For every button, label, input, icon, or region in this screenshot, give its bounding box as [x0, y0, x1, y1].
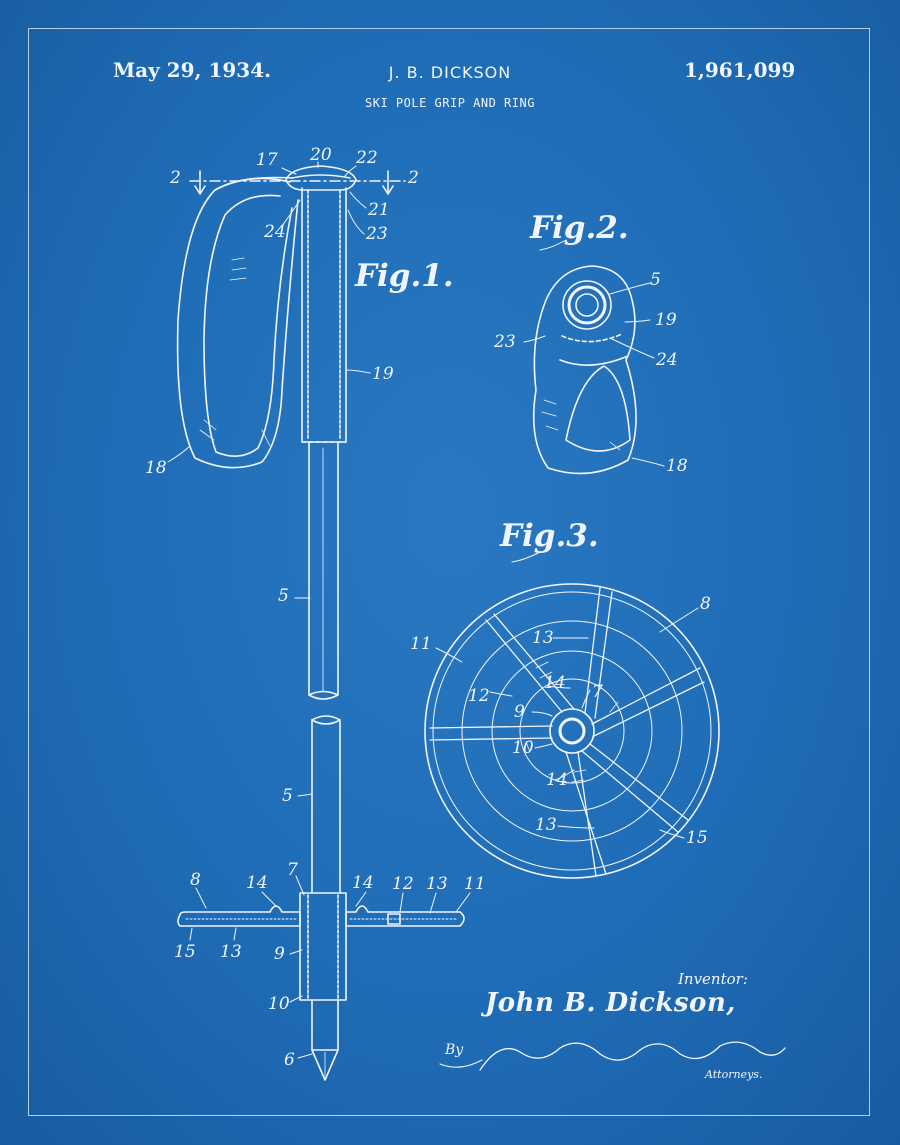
fig3-ref-8: 8: [700, 594, 711, 614]
ref-17: 17: [256, 150, 278, 170]
strap-inner: [204, 195, 292, 456]
ref-23: 23: [366, 224, 388, 244]
fig2-hidden-line: [562, 334, 622, 342]
strap-outer: [178, 178, 298, 467]
fig2-ref-23: 23: [494, 332, 516, 352]
ref-9: 9: [274, 944, 285, 964]
attorneys-label: Attorneys.: [705, 1068, 763, 1081]
fig2-ref-19: 19: [655, 310, 677, 330]
inventor-name: John B. Dickson,: [485, 988, 736, 1018]
ring-hub-inner: [560, 719, 584, 743]
fig2-ref-24: 24: [656, 350, 678, 370]
ring-outer-2: [433, 592, 711, 870]
fig2-cap-ring: [569, 287, 605, 323]
ref-6: 6: [284, 1050, 295, 1070]
ref-10: 10: [268, 994, 290, 1014]
ref-22: 22: [356, 148, 378, 168]
leader-lines: [168, 162, 698, 1058]
fig3-ref-14-bottom: 14: [546, 770, 568, 790]
fig3-ref-9: 9: [514, 702, 525, 722]
ref-11: 11: [464, 874, 486, 894]
ref-13: 13: [426, 874, 448, 894]
fig3-ref-15: 15: [686, 828, 708, 848]
pole-tip: [312, 1000, 338, 1080]
ref-19: 19: [372, 364, 394, 384]
fig2-outline: [534, 266, 636, 473]
fig3-ref-13-top: 13: [532, 628, 554, 648]
grip-cap-edge: [292, 175, 350, 178]
fig2-bore: [576, 294, 598, 316]
fig1-drawing: [178, 166, 464, 1080]
fig2-fold: [560, 356, 628, 365]
fig2-cap-outer: [563, 281, 611, 329]
section-mark-right: 2: [408, 168, 419, 188]
fig3-drawing: [425, 584, 719, 878]
section-arrowhead-right: [383, 186, 393, 194]
ring-clip: [388, 914, 400, 924]
grip-cap: [286, 166, 356, 190]
patent-date: May 29, 1934.: [113, 58, 272, 82]
ref-14-left: 14: [246, 873, 268, 893]
ring-outer: [425, 584, 719, 878]
ref-24: 24: [264, 222, 286, 242]
attorney-signature: [480, 1042, 785, 1070]
ring-mid-2: [492, 651, 652, 811]
ring-spokes: [430, 588, 704, 876]
upper-shaft-break: [309, 692, 338, 696]
fig2-drawing: [534, 266, 636, 473]
fig2-loop: [566, 366, 630, 451]
fig3-ref-10: 10: [512, 738, 534, 758]
fig2-shading: [542, 400, 620, 450]
fig3-ref-11: 11: [410, 634, 432, 654]
border-frame: [28, 28, 870, 1116]
inventor-header: J. B. DICKSON: [388, 63, 512, 82]
fig2-title: Fig.2.: [530, 210, 629, 246]
fig3-ref-7: 7: [592, 682, 603, 702]
section-mark-left: 2: [170, 168, 181, 188]
upper-shaft: [309, 442, 338, 699]
strap-top: [215, 178, 292, 191]
ref-12: 12: [392, 874, 414, 894]
patent-number: 1,961,099: [684, 58, 796, 82]
strap-shading: [200, 258, 270, 446]
ring-section-right: [346, 906, 464, 926]
lower-shaft-break: [312, 720, 340, 724]
ref-7: 7: [287, 860, 298, 880]
ring-mid-1: [462, 621, 682, 841]
ref-14-right: 14: [352, 873, 374, 893]
ref-20: 20: [310, 145, 332, 165]
fig1-title: Fig.1.: [355, 258, 454, 294]
ref-15: 15: [174, 942, 196, 962]
ref-5-lower: 5: [282, 786, 293, 806]
ref-18: 18: [145, 458, 167, 478]
patent-title: SKI POLE GRIP AND RING: [365, 96, 535, 110]
fig3-ref-12: 12: [468, 686, 490, 706]
ring-hub: [300, 893, 346, 1000]
fig3-ref-14-top: 14: [544, 673, 566, 693]
by-label: By: [445, 1042, 464, 1058]
ref-8: 8: [190, 870, 201, 890]
ref-13-lower: 13: [220, 942, 242, 962]
inventor-label: Inventor:: [678, 970, 748, 988]
fig2-ref-5: 5: [650, 270, 661, 290]
lower-shaft-top: [312, 716, 340, 892]
ring-mid-3: [520, 679, 624, 783]
section-arrowhead-left: [195, 186, 205, 194]
fig3-ref-13-bottom: 13: [535, 815, 557, 835]
ref-5-upper: 5: [278, 586, 289, 606]
fig3-title: Fig.3.: [500, 518, 599, 554]
ring-section-left: [178, 906, 300, 926]
ref-21: 21: [368, 200, 390, 220]
ring-hub-outer: [550, 709, 594, 753]
fig2-ref-18: 18: [666, 456, 688, 476]
signature-flourish: [440, 1060, 482, 1067]
ring-spoke-shading: [526, 662, 618, 782]
